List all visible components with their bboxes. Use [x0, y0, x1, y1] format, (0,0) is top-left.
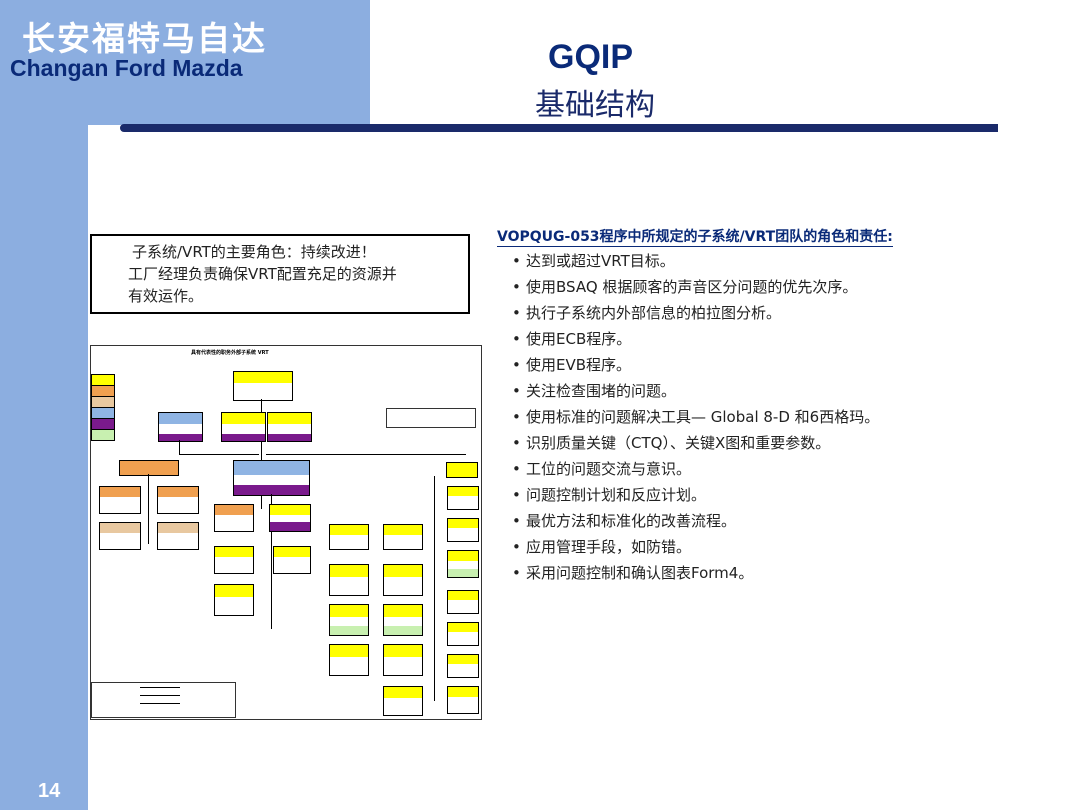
org-box: [99, 486, 141, 514]
bullet: •: [512, 382, 521, 400]
org-box: [267, 412, 312, 442]
org-box: [383, 644, 423, 676]
org-box: [447, 654, 479, 678]
role-line-3: 有效运作。: [128, 287, 204, 305]
slide-subtitle: 基础结构: [535, 88, 655, 123]
org-box: [157, 522, 199, 550]
bullet: •: [512, 278, 521, 296]
list-item: •应用管理手段，如防错。: [512, 538, 692, 556]
brand-name-chinese: 长安福特马自达: [22, 19, 267, 58]
org-note-box: [386, 408, 476, 428]
bullet: •: [512, 434, 521, 452]
org-box: [447, 518, 479, 542]
org-box: [329, 604, 369, 636]
org-connector: [271, 494, 272, 629]
org-box: [99, 522, 141, 550]
list-item: •关注检查围堵的问题。: [512, 382, 677, 400]
org-box: [329, 564, 369, 596]
org-box: [214, 584, 254, 616]
org-box: [383, 604, 423, 636]
org-chart-key: [91, 682, 236, 718]
bullet: •: [512, 538, 521, 556]
key-line: [140, 687, 180, 688]
list-item: •工位的问题交流与意识。: [512, 460, 692, 478]
org-box: [329, 644, 369, 676]
org-box: [383, 686, 423, 716]
org-box: [273, 546, 311, 574]
list-item: •采用问题控制和确认图表Form4。: [512, 564, 754, 582]
org-connector: [179, 440, 180, 454]
bullet: •: [512, 460, 521, 478]
list-item: •使用标准的问题解决工具— Global 8-D 和6西格玛。: [512, 408, 880, 426]
org-box: [447, 686, 479, 714]
org-connector: [261, 399, 262, 509]
list-item: •达到或超过VRT目标。: [512, 252, 675, 270]
org-box-top: [233, 371, 293, 401]
brand-name-english: Changan Ford Mazda: [10, 55, 243, 81]
brand-header-band: 长安福特马自达 Changan Ford Mazda: [0, 0, 370, 125]
list-item: •识别质量关键（CTQ）、关键X图和重要参数。: [512, 434, 831, 452]
org-box: [157, 486, 199, 514]
list-item: •使用EVB程序。: [512, 356, 632, 374]
org-box: [221, 412, 266, 442]
role-line-1: 子系统/VRT的主要角色：持续改进！: [132, 243, 376, 261]
org-box: [214, 504, 254, 532]
bullet: •: [512, 304, 521, 322]
role-line-2: 工厂经理负责确保VRT配置充足的资源并: [128, 265, 397, 283]
legend-swatch: [91, 429, 115, 441]
org-box: [329, 524, 369, 550]
list-item: •使用BSAQ 根据顾客的声音区分问题的优先次序。: [512, 278, 858, 296]
list-item: •最优方法和标准化的改善流程。: [512, 512, 737, 530]
bullet: •: [512, 252, 521, 270]
org-connector: [266, 454, 466, 455]
bullet: •: [512, 408, 521, 426]
org-box: [447, 486, 479, 510]
responsibilities-title: VOPQUG-053程序中所规定的子系统/VRT团队的角色和责任:: [497, 226, 893, 247]
list-item: •执行子系统内外部信息的柏拉图分析。: [512, 304, 782, 322]
role-statement-box: 子系统/VRT的主要角色：持续改进！ 工厂经理负责确保VRT配置充足的资源并 有…: [90, 234, 470, 314]
bullet: •: [512, 486, 521, 504]
org-box: [269, 504, 311, 532]
org-box: [383, 524, 423, 550]
org-box: [158, 412, 203, 442]
org-box: [447, 550, 479, 578]
key-line: [140, 695, 180, 696]
org-box: [214, 546, 254, 574]
left-sidebar-band: [0, 0, 88, 810]
org-chart-title: 具有代表性的职务外部子系统 VRT: [191, 350, 269, 356]
bullet: •: [512, 564, 521, 582]
slide-title: GQIP: [548, 38, 634, 76]
org-box: [446, 462, 478, 478]
org-box: [447, 590, 479, 614]
org-box: [447, 622, 479, 646]
list-item: •问题控制计划和反应计划。: [512, 486, 707, 504]
title-underline: [120, 124, 998, 132]
org-chart-image: 具有代表性的职务外部子系统 VRT: [90, 345, 482, 720]
responsibilities-list: •达到或超过VRT目标。 •使用BSAQ 根据顾客的声音区分问题的优先次序。 •…: [512, 250, 879, 588]
org-connector: [434, 476, 435, 701]
bullet: •: [512, 356, 521, 374]
org-connector: [148, 474, 149, 544]
bullet: •: [512, 330, 521, 348]
org-box: [119, 460, 179, 476]
org-box: [383, 564, 423, 596]
key-line: [140, 703, 180, 704]
page-number: 14: [38, 780, 61, 802]
org-connector: [179, 454, 259, 455]
list-item: •使用ECB程序。: [512, 330, 632, 348]
org-box-center: [233, 460, 310, 496]
bullet: •: [512, 512, 521, 530]
